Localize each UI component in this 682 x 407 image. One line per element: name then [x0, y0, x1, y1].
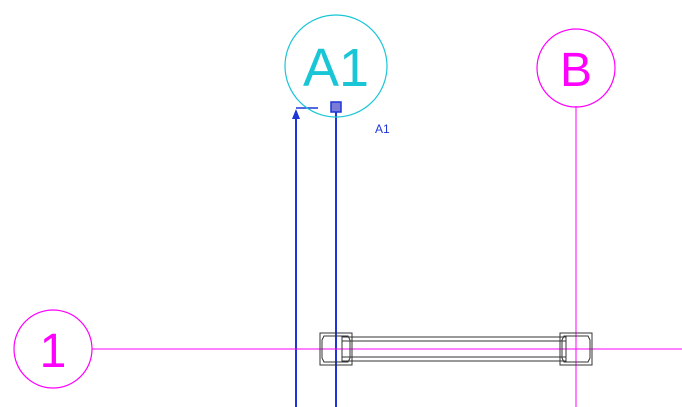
grid-extent-arrow[interactable]: [292, 107, 318, 407]
drag-grip-handle[interactable]: [330, 101, 342, 113]
grid-tag-label: A1: [375, 122, 390, 136]
grid-bubble-a1-label: A1: [303, 38, 369, 98]
grid-bubble-1-label: 1: [40, 325, 67, 378]
grid-bubble-1[interactable]: 1: [13, 309, 93, 389]
beam-element[interactable]: [319, 332, 593, 366]
grid-bubble-b[interactable]: B: [536, 28, 616, 108]
grid-bubble-b-label: B: [560, 44, 592, 97]
grid-bubble-a1[interactable]: A1: [284, 14, 388, 118]
